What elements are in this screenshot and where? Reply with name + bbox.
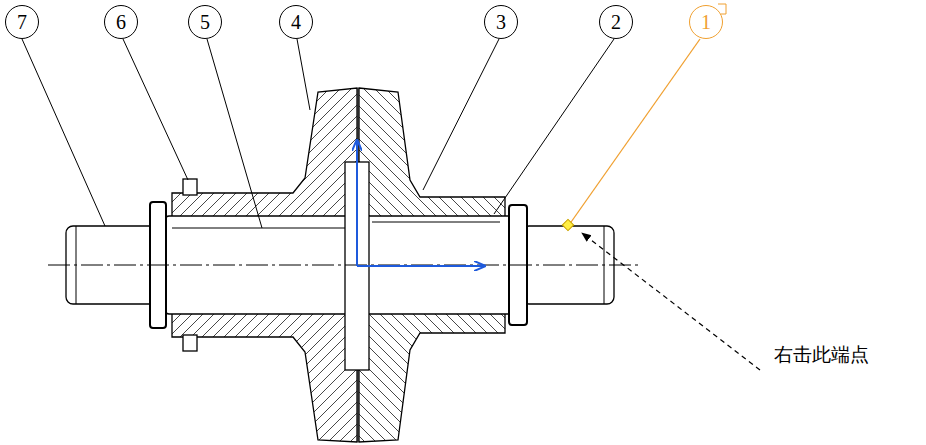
callout-number: 4 bbox=[291, 12, 301, 32]
callout-circle: 2 bbox=[599, 5, 633, 39]
callout-number: 3 bbox=[496, 12, 506, 32]
callout-circle: 7 bbox=[5, 5, 39, 39]
callout-number: 7 bbox=[17, 12, 27, 32]
callout-number: 1 bbox=[701, 12, 711, 32]
callout-number: 6 bbox=[116, 12, 126, 32]
callout-circle: 5 bbox=[188, 5, 222, 39]
callout-number: 2 bbox=[611, 12, 621, 32]
callout-circle: 1 bbox=[689, 5, 723, 39]
callout-circle: 3 bbox=[484, 5, 518, 39]
instruction-note: 右击此端点 bbox=[772, 342, 871, 368]
callout-circle: 6 bbox=[104, 5, 138, 39]
callout-number: 5 bbox=[200, 12, 210, 32]
callout-circle: 4 bbox=[279, 5, 313, 39]
